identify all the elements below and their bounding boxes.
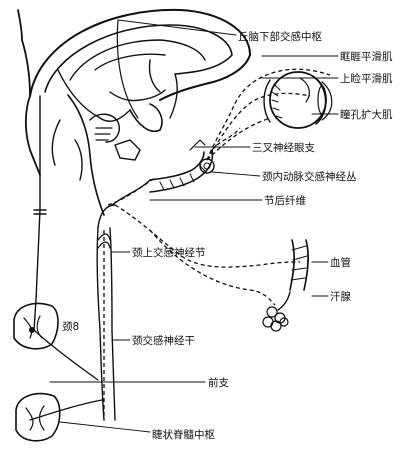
spinal-cord-c8-section bbox=[13, 302, 59, 350]
sympathetic-trunk bbox=[96, 204, 116, 421]
brain-section-illustration bbox=[17, 8, 251, 216]
label-dilator-pupillae: 瞳孔扩大肌 bbox=[340, 108, 393, 121]
label-hypothalamus: 丘脑下部交感中枢 bbox=[238, 30, 322, 43]
descending-central-pathway bbox=[33, 95, 41, 331]
hypothalamus-leader-line bbox=[117, 19, 237, 36]
label-anterior-branch: 前支 bbox=[208, 376, 229, 389]
label-superior-ganglion: 颈上交感神经节 bbox=[132, 246, 206, 259]
blood-vessel-illustration bbox=[289, 239, 309, 291]
orbital-sympathetic-fibers bbox=[206, 68, 331, 161]
sweat-gland-illustration bbox=[262, 291, 291, 332]
label-blood-vessel: 血管 bbox=[330, 256, 351, 269]
label-trigeminal-branch: 三叉神经眼支 bbox=[252, 141, 315, 154]
label-ciliospinal-center: 睫状脊髓中枢 bbox=[152, 428, 215, 441]
carotid-artery-plexus bbox=[149, 149, 215, 193]
label-orbital-muscle: 眶睚平滑肌 bbox=[340, 51, 393, 63]
label-sympathetic-trunk: 颈交感神经干 bbox=[132, 334, 195, 347]
sudomotor-fibers bbox=[149, 229, 276, 306]
label-tarsal-muscle: 上睑平滑肌 bbox=[340, 72, 393, 85]
skull-base-fragment bbox=[114, 139, 141, 161]
label-postganglionic: 节后纤维 bbox=[264, 194, 306, 207]
leader-lines bbox=[49, 55, 339, 433]
label-sweat-gland: 汗腺 bbox=[330, 290, 351, 303]
label-carotid-plexus: 颈内动脉交感神经丛 bbox=[262, 170, 357, 183]
eyeball-illustration bbox=[263, 71, 333, 129]
hypothalamic-fiber bbox=[116, 19, 139, 119]
label-c8: 颈8 bbox=[62, 321, 79, 333]
vasomotor-fibers bbox=[114, 204, 301, 268]
